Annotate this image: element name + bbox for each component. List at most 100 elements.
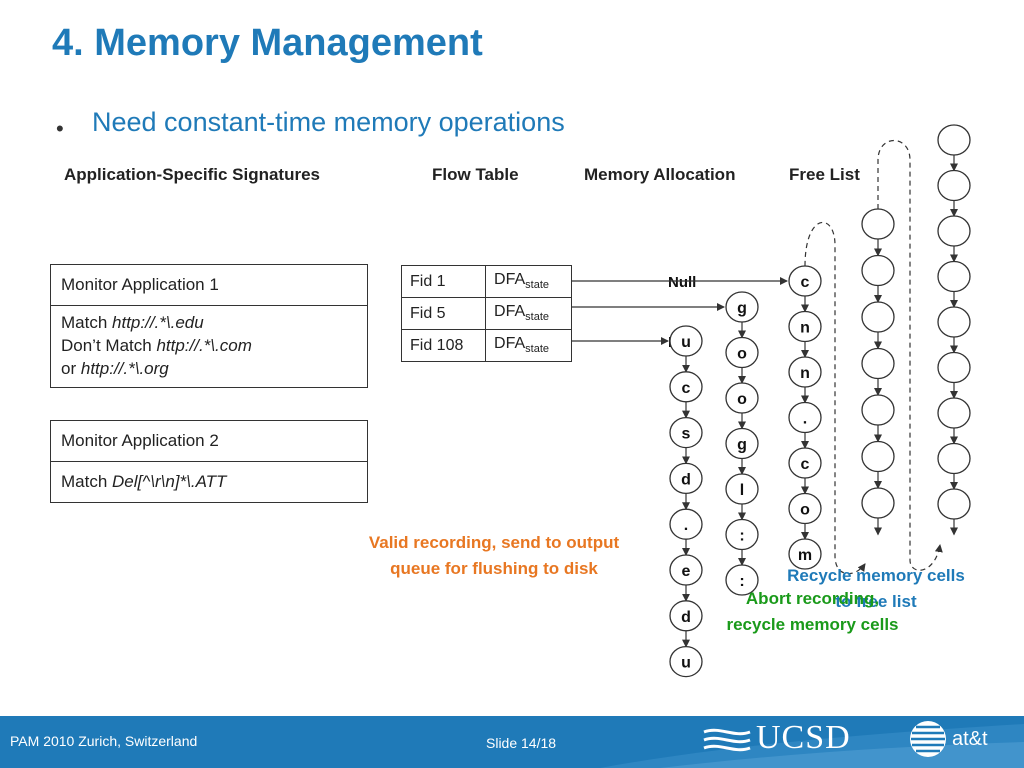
flow-dfa: DFAstate <box>485 329 572 362</box>
memory-cell: . <box>669 508 703 540</box>
memory-cell-free <box>937 397 971 429</box>
recycle-path-dashed <box>804 221 866 575</box>
memory-cell: n <box>788 310 822 343</box>
memory-cell: e <box>669 554 703 586</box>
memory-cell-shape <box>937 169 971 202</box>
memory-cell-letter: c <box>801 456 810 473</box>
dfa-label: DFA <box>494 271 526 289</box>
memory-cell: o <box>725 336 759 369</box>
memory-cell-free <box>937 488 971 520</box>
memory-cell: n <box>788 356 822 388</box>
memory-cell: . <box>788 401 822 434</box>
memory-cell-shape <box>937 442 971 475</box>
dfa-subscript: state <box>525 279 550 292</box>
memory-cell-letter: d <box>681 609 691 626</box>
flow-row: Fid 1 DFAstate <box>400 265 572 298</box>
header-signatures: Application-Specific Signatures <box>64 165 320 184</box>
memory-cell-free <box>861 347 895 380</box>
chain-fid1: c n n. c o m <box>788 265 822 570</box>
memory-cell-shape <box>788 538 822 570</box>
app1-name: Monitor Application 1 <box>50 264 368 306</box>
flow-fid: Fid 108 <box>400 329 487 362</box>
dfa-label: DFA <box>494 303 526 321</box>
flow-fid: Fid 5 <box>400 297 487 330</box>
memory-cell: : <box>725 518 759 551</box>
recycle-text: Recycle memory cells to free list <box>787 566 965 612</box>
memory-cell-shape <box>937 488 971 520</box>
flow-table: Fid 1 DFAstate Fid 5 DFAstate Fid 108 DF… <box>400 265 572 362</box>
memory-cell-letter: o <box>737 346 747 363</box>
memory-cell-shape <box>937 215 971 247</box>
memory-cell: l <box>725 473 759 505</box>
app2-match-pattern: Del[^\r\n]*\.ATT <box>112 471 227 491</box>
memory-cell-free <box>861 301 895 333</box>
memory-cell: o <box>725 382 759 414</box>
memory-cell: m <box>788 538 822 570</box>
memory-cell-free <box>861 487 895 519</box>
free-list-middle <box>861 208 895 536</box>
app1-dont-match-label: Don’t Match <box>61 335 152 355</box>
memory-cell-free <box>937 169 971 202</box>
memory-cell-letter: c <box>682 380 691 397</box>
att-globe-icon <box>910 721 946 757</box>
memory-cell-letter: . <box>803 411 807 428</box>
memory-cell-shape <box>937 306 971 338</box>
null-label: Null <box>668 274 696 291</box>
memory-cell-shape <box>937 124 971 156</box>
abort-recording-note: Abort recording, recycle memory cells <box>700 586 925 639</box>
memory-cell-free <box>861 254 895 287</box>
ucsd-logo: UCSD <box>700 719 885 758</box>
memory-cell-letter: e <box>682 563 691 580</box>
memory-cell-letter: o <box>800 502 810 519</box>
att-wordmark: at&t <box>952 728 988 750</box>
memory-cell: : <box>725 564 759 596</box>
memory-cell-shape <box>861 301 895 333</box>
memory-cell: c <box>788 265 822 297</box>
flow-dfa: DFAstate <box>485 297 572 330</box>
memory-cell-shape <box>861 440 895 473</box>
memory-cell-free <box>937 442 971 475</box>
ucsd-wordmark: UCSD <box>756 719 851 756</box>
memory-cell-free <box>937 351 971 384</box>
att-logo: at&t <box>908 718 1018 762</box>
memory-cell-shape <box>669 645 703 678</box>
app1-dont-match-pattern: http://.*\.com <box>156 335 252 355</box>
dfa-subscript: state <box>525 343 550 356</box>
memory-cell-letter: u <box>681 655 691 672</box>
memory-cell: g <box>725 291 759 323</box>
signature-table-app1: Monitor Application 1 Match http://.*\.e… <box>50 264 368 388</box>
free-list-right <box>937 124 971 536</box>
app1-match-pattern: http://.*\.edu <box>112 313 204 332</box>
flow-row: Fid 5 DFAstate <box>400 297 572 330</box>
dfa-subscript: state <box>525 311 550 324</box>
free-lists <box>804 124 971 575</box>
memory-cell-letter: : <box>739 573 744 590</box>
valid-recording-note: Valid recording, send to output queue fo… <box>340 530 648 583</box>
memory-cell-letter: s <box>682 426 691 443</box>
memory-cell-letter: c <box>801 274 810 291</box>
recycle-free-list-note: Recycle memory cells to free list <box>760 563 992 616</box>
header-flow-table: Flow Table <box>432 165 519 184</box>
memory-cell-letter: o <box>737 391 747 408</box>
dfa-label: DFA <box>494 335 526 353</box>
memory-cell: s <box>669 416 703 449</box>
memory-cell-letter: . <box>684 517 688 534</box>
app2-name: Monitor Application 2 <box>50 420 368 462</box>
memory-cell-letter: g <box>737 300 747 317</box>
app2-match-label: Match <box>61 471 108 491</box>
memory-cell-shape <box>725 564 759 596</box>
memory-cell-free <box>937 124 971 156</box>
memory-cell-shape <box>937 260 971 293</box>
app1-or-label: or <box>61 358 77 378</box>
memory-cell-letter: n <box>800 320 810 337</box>
bullet-marker: • <box>56 116 64 141</box>
app1-or-pattern: http://.*\.org <box>80 358 169 378</box>
memory-cell: d <box>669 600 703 632</box>
memory-cell: u <box>669 325 703 357</box>
memory-cell-letter: n <box>800 365 810 382</box>
memory-cell-shape <box>937 351 971 384</box>
abort-text: Abort recording, recycle memory cells <box>726 589 899 635</box>
